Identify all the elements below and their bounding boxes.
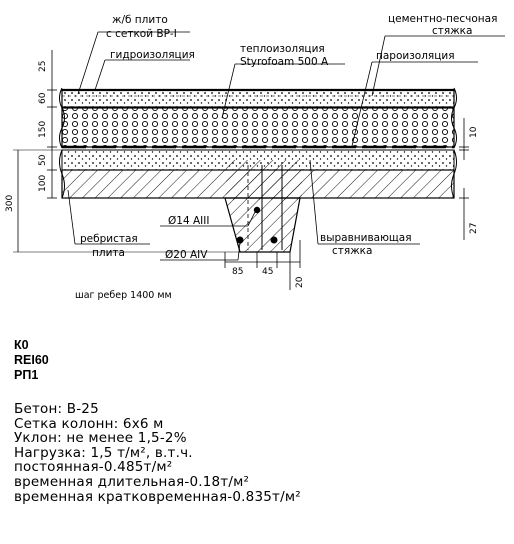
dim-25: 25: [38, 61, 48, 72]
rebar-dot: [270, 236, 278, 244]
roof-section-drawing: ж/б плито с сеткой ВР-I гидроизоляция те…: [5, 13, 505, 301]
label-leveling-1: выравнивающая: [320, 232, 412, 244]
spec-line: Сетка колонн: 6х6 м: [14, 415, 164, 432]
dim-60: 60: [38, 92, 48, 104]
class-line: РП1: [14, 368, 39, 382]
rebar-dot: [236, 236, 244, 244]
label-waterproofing: гидроизоляция: [110, 49, 195, 61]
label-leveling-2: стяжка: [332, 245, 372, 257]
label-ribbed-2: плита: [92, 247, 125, 259]
label-rib-step: шаг ребер 1400 мм: [75, 290, 172, 301]
label-insulation: теплоизоляция: [240, 43, 325, 55]
spec-line: Бетон: B-25: [14, 401, 99, 417]
spec-line: временная кратковременная-0.835т/м²: [14, 488, 301, 505]
label-screed-2: стяжка: [432, 25, 472, 37]
dim-300: 300: [5, 195, 15, 212]
label-insulation-brand: Styrofoam 500 A: [240, 56, 329, 68]
class-line: REI60: [14, 353, 49, 367]
dim-50: 50: [38, 154, 48, 166]
spec-block: Бетон: B-25 Сетка колонн: 6х6 м Уклон: н…: [14, 402, 504, 504]
dim-45: 45: [262, 267, 273, 277]
insulation-layer: [61, 107, 455, 148]
class-line: К0: [14, 338, 29, 352]
label-vapor: пароизоляция: [376, 50, 455, 62]
dim-10: 10: [469, 126, 479, 138]
label-slab: ж/б плито: [112, 14, 168, 26]
dim-100: 100: [38, 175, 48, 192]
screed-layer: [61, 89, 455, 108]
label-mesh: с сеткой ВР-I: [106, 28, 177, 40]
spec-line: временная длительная-0.18т/м²: [14, 473, 250, 490]
label-screed: цементно-песчоная: [388, 13, 497, 25]
fire-class-block: К0 REI60 РП1: [14, 338, 214, 383]
label-ribbed-1: ребристая: [80, 233, 138, 245]
spec-line: Нагрузка: 1,5 т/м², в.т.ч.: [14, 444, 193, 461]
spec-line: Уклон: не менее 1,5-2%: [14, 430, 187, 447]
label-rebar-20: Ø20 AIV: [165, 249, 208, 261]
dim-85: 85: [232, 267, 243, 277]
dim-27: 27: [469, 223, 479, 234]
spec-line: постоянная-0.485т/м²: [14, 459, 173, 476]
dim-150: 150: [38, 121, 48, 138]
dim-20: 20: [295, 276, 305, 288]
label-rebar-14: Ø14 AIII: [168, 215, 209, 227]
